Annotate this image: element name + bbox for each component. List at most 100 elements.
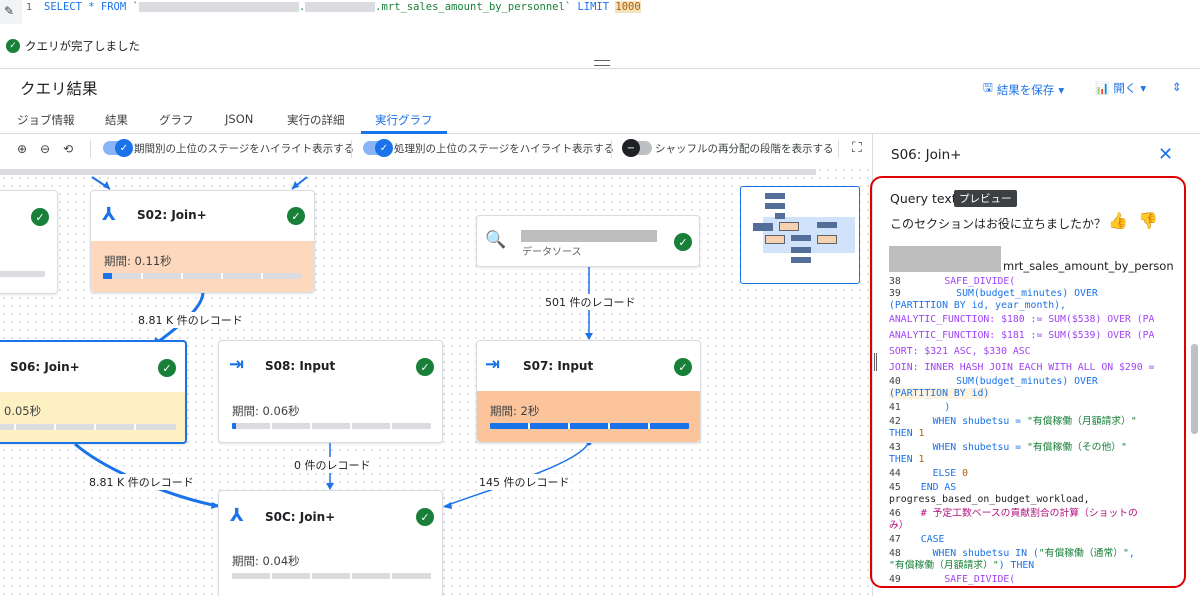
tab-execution-details[interactable]: 実行の詳細 [287, 113, 345, 127]
minimap-node [775, 213, 785, 219]
edge-label: 8.81 K 件のレコード [136, 312, 245, 328]
minimap-node [817, 235, 837, 244]
graph-node-s0c[interactable]: ⅄ S0C: Join+ ✓ 期間: 0.04秒 [218, 490, 443, 596]
sql-editor[interactable]: ✎ 1 SELECT * FROM `..mrt_sales_amount_by… [0, 0, 1200, 34]
tab-json[interactable]: JSON [225, 112, 254, 126]
page-title: クエリ結果 [20, 80, 98, 98]
stage-detail-panel: S06: Join+ ✕ Query text プレビュー このセクションはお役… [870, 134, 1200, 596]
open-button[interactable]: 📊 開く ▾ [1095, 81, 1147, 95]
graph-node-s07[interactable]: ⇥ S07: Input ✓ 期間: 2秒 [476, 340, 701, 443]
minus-icon: − [622, 139, 640, 157]
edge-label: 8.81 K 件のレコード [87, 474, 196, 490]
progress-bar [232, 573, 431, 579]
resize-handle[interactable] [594, 60, 610, 66]
zoom-in-icon[interactable]: ⊕ [17, 142, 28, 156]
close-icon[interactable]: ✕ [1158, 144, 1174, 165]
code-line: 47 CASE [889, 534, 945, 545]
node-duration-area [477, 391, 700, 442]
query-status: ✓ クエリが完了しました [6, 38, 140, 54]
edge-arrowhead [443, 502, 452, 509]
sql-code-line[interactable]: SELECT * FROM `..mrt_sales_amount_by_per… [44, 1, 641, 13]
check-circle-icon: ✓ [31, 208, 49, 226]
check-icon: ✓ [375, 139, 393, 157]
toolbar-divider [838, 140, 839, 158]
graph-node-datasource[interactable]: 🔍 データソース ✓ [476, 215, 700, 267]
line-number: 1 [26, 2, 33, 13]
graph-node-s02[interactable]: ⅄ S02: Join+ ✓ 期間: 0.11秒 [90, 190, 315, 293]
code-line: 43 WHEN shubetsu = "有償稼働（その他）" [889, 442, 1127, 453]
node-name: S07: Input [523, 359, 594, 373]
code-line: (PARTITION BY id, year_month), [889, 300, 1066, 311]
input-arrow-icon: ⇥ [485, 354, 501, 375]
check-icon: ✓ [115, 139, 133, 157]
node-duration: 期間: 0.04秒 [232, 554, 300, 568]
code-line: "有償稼働（月額請求）") THEN [889, 560, 1035, 571]
code-table-name: mrt_sales_amount_by_personnel [1003, 259, 1173, 273]
save-icon: 🖫 [983, 80, 993, 94]
code-line: THEN 1 [889, 428, 925, 439]
edge-label: 0 件のレコード [292, 457, 373, 473]
toggle-show-shuffle[interactable]: − [622, 139, 652, 157]
code-line: 39 SUM(budget_minutes) OVER [889, 288, 1098, 299]
tab-execution-graph[interactable]: 実行グラフ [375, 113, 433, 127]
graph-node-s08[interactable]: ⇥ S08: Input ✓ 期間: 0.06秒 [218, 340, 443, 443]
node-duration: 期間: 2秒 [490, 404, 540, 418]
edge-arrowhead [585, 333, 593, 340]
thumbs-up-icon[interactable]: 👍 [1108, 211, 1128, 230]
node-name: S02: Join+ [137, 208, 207, 222]
progress-bar [490, 423, 689, 429]
caret-down-icon: ▾ [1058, 82, 1065, 97]
code-line: 41 ) [889, 402, 951, 413]
edit-wand-icon[interactable]: ✎ [4, 4, 15, 18]
node-name: S08: Input [265, 359, 336, 373]
tab-results[interactable]: 結果 [105, 113, 128, 127]
toggle-highlight-duration[interactable]: ✓ [103, 139, 133, 157]
toggle-label-processing: 処理別の上位のステージをハイライト表示する [394, 143, 615, 155]
node-duration: 0.05秒 [4, 404, 42, 418]
vertical-scrollbar[interactable] [1191, 344, 1198, 434]
fullscreen-icon[interactable]: ⛶ [852, 140, 862, 156]
redacted-table-name [521, 230, 657, 242]
panel-resize-handle[interactable] [874, 353, 877, 371]
sql-limit-keyword: LIMIT [571, 1, 616, 13]
graph-minimap[interactable] [740, 186, 860, 284]
tab-job-info[interactable]: ジョブ情報 [17, 113, 75, 127]
caret-down-icon: ▾ [1140, 81, 1147, 95]
analytic-annotation: SORT: $321 ASC, $330 ASC [889, 346, 1031, 357]
tab-chart[interactable]: グラフ [159, 113, 194, 127]
edge-arrowhead [326, 483, 334, 490]
minimap-node [765, 235, 785, 244]
node-duration-area [91, 241, 314, 292]
node-name: S0C: Join+ [265, 510, 336, 524]
toolbar-divider [90, 140, 91, 158]
toggle-highlight-processing[interactable]: ✓ [363, 139, 393, 157]
execution-graph-canvas[interactable]: ⊕ ⊖ ⟲ ✓ 期間別の上位のステージをハイライト表示する ✓ 処理別の上位のス… [0, 134, 872, 596]
minimap-node [765, 193, 785, 199]
sql-keyword: SELECT * FROM [44, 1, 133, 13]
check-circle-icon: ✓ [416, 508, 434, 526]
edge-arrowhead [103, 181, 110, 189]
active-tab-indicator [361, 131, 447, 134]
expand-collapse-icon[interactable]: ⇕ [1172, 80, 1182, 94]
check-circle-icon: ✓ [674, 233, 692, 251]
analytic-annotation: JOIN: INNER HASH JOIN EACH WITH ALL ON $… [889, 362, 1155, 373]
code-line: THEN 1 [889, 454, 925, 465]
code-line: (PARTITION BY id) [889, 388, 990, 399]
check-circle-icon: ✓ [416, 358, 434, 376]
thumbs-down-icon[interactable]: 👎 [1138, 211, 1158, 230]
graph-node-s06[interactable]: S06: Join+ ✓ 0.05秒 [0, 340, 187, 444]
chart-icon: 📊 [1095, 81, 1110, 95]
feedback-question: このセクションはお役に立ちましたか？ [890, 217, 1107, 231]
zoom-out-icon[interactable]: ⊖ [40, 142, 51, 156]
graph-node-partial[interactable]: ✓ [0, 190, 58, 294]
minimap-node [753, 223, 773, 231]
horizontal-scrollbar[interactable] [0, 169, 816, 175]
save-results-button[interactable]: 🖫 結果を保存 ▾ [983, 80, 1064, 99]
join-icon: ⅄ [230, 505, 244, 526]
editor-gutter: ✎ [0, 0, 22, 24]
query-code[interactable]: mrt_sales_amount_by_personnel 38 SAFE_DI… [889, 246, 1173, 586]
toolbar-divider [351, 140, 352, 158]
query-text-label: Query text [890, 191, 957, 206]
progress-bar [0, 271, 45, 277]
zoom-reset-icon[interactable]: ⟲ [63, 142, 74, 156]
